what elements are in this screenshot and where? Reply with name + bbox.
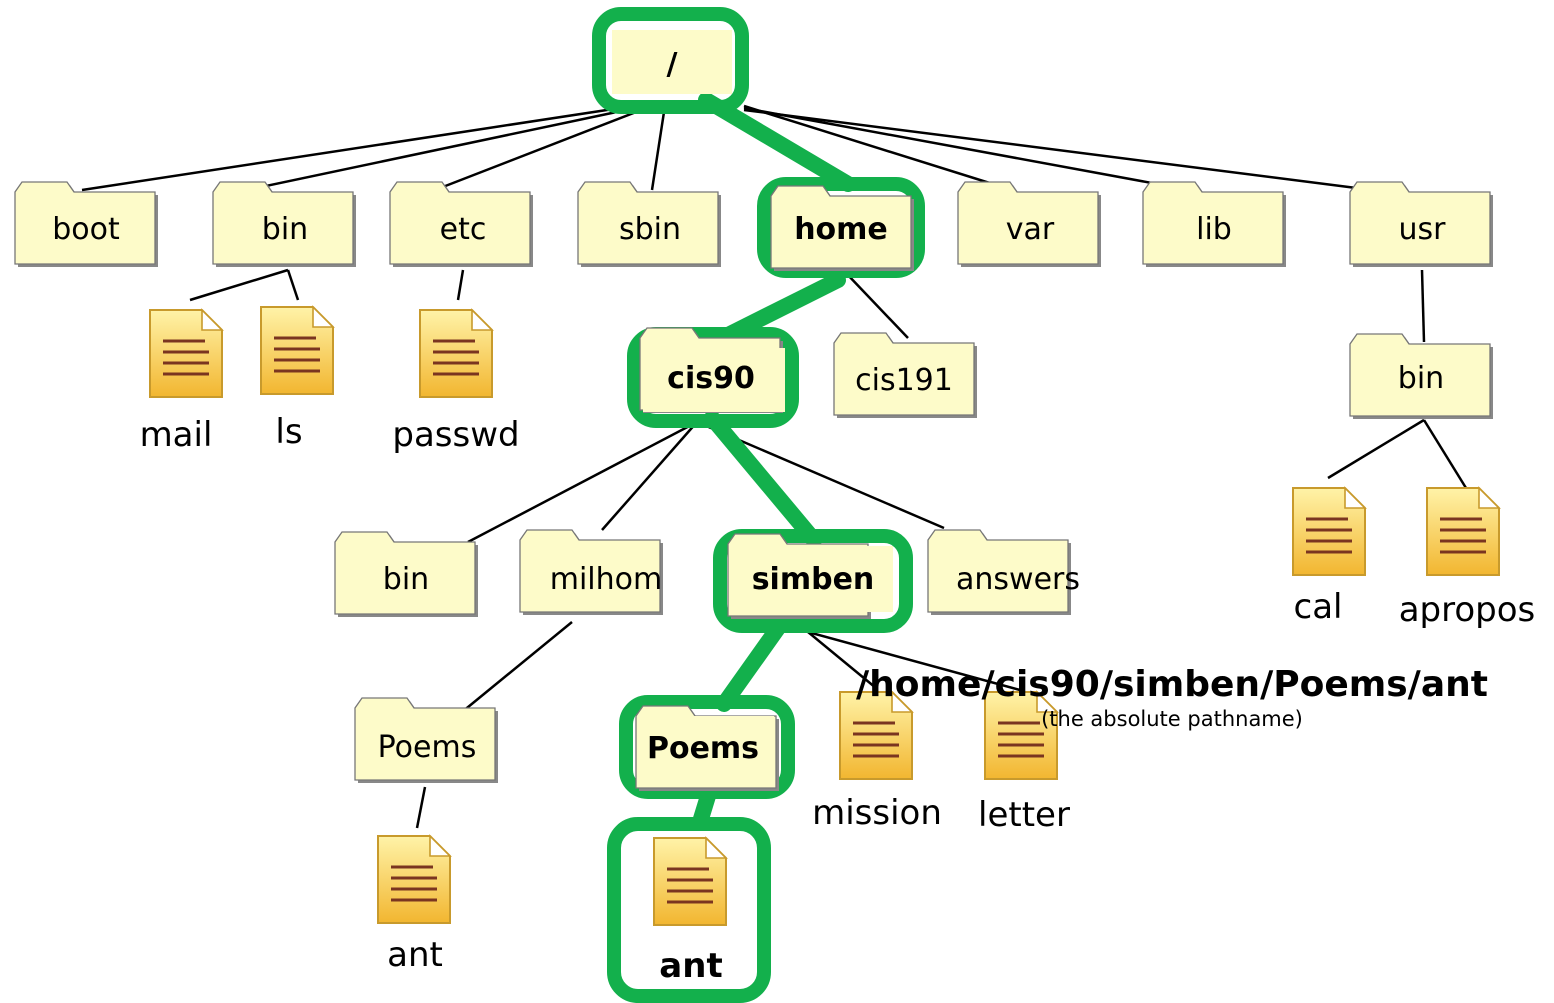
file-mail[interactable]: mail [140, 308, 224, 455]
folder-lib[interactable]: lib [1142, 181, 1287, 268]
folder-label: var [1006, 212, 1055, 247]
file-cal[interactable]: cal [1291, 486, 1367, 627]
folder-label: Poems [378, 730, 477, 765]
file-ls[interactable]: ls [259, 305, 335, 452]
file-letter[interactable]: letter [978, 690, 1070, 835]
root-label: / [667, 47, 678, 82]
folder-label: usr [1399, 212, 1447, 247]
folder-simben[interactable]: simben [727, 533, 893, 620]
root-node[interactable]: / [612, 30, 732, 94]
folder-label: lib [1196, 212, 1232, 247]
connector-lines [81, 104, 1468, 829]
file-mission[interactable]: mission [812, 690, 942, 833]
file-apropos[interactable]: apropos [1399, 486, 1536, 630]
folder-bin[interactable]: bin [212, 181, 357, 268]
folder-milhom-poems[interactable]: Poems [354, 697, 499, 784]
folder-cis191[interactable]: cis191 [833, 332, 978, 419]
folder-label: bin [262, 212, 308, 247]
folder-etc[interactable]: etc [389, 181, 534, 268]
folder-label: cis191 [855, 363, 953, 398]
folder-label: milhom [550, 562, 663, 597]
absolute-path-text: /home/cis90/simben/Poems/ant [856, 664, 1488, 705]
file-label: mail [140, 415, 213, 455]
folder-label: bin [1398, 361, 1444, 396]
folder-label: bin [383, 562, 429, 597]
folder-cis90-bin[interactable]: bin [334, 531, 479, 618]
file-passwd[interactable]: passwd [392, 308, 520, 455]
highlight-boxes [592, 7, 925, 1003]
file-label: ant [387, 935, 443, 975]
folder-label: sbin [619, 212, 681, 247]
folder-var[interactable]: var [957, 181, 1102, 268]
file-label: mission [812, 793, 942, 833]
folder-label: cis90 [667, 361, 755, 396]
folder-usr[interactable]: usr [1349, 181, 1494, 268]
file-label: passwd [392, 415, 519, 455]
file-label: ls [275, 412, 302, 452]
folder-usr-bin[interactable]: bin [1349, 333, 1494, 420]
folder-milhom[interactable]: milhom [519, 529, 664, 616]
file-label: apropos [1399, 590, 1536, 630]
folder-cis90[interactable]: cis90 [639, 327, 785, 414]
folder-label: Poems [647, 731, 759, 766]
file-label: ant [659, 946, 722, 986]
file-label: letter [978, 795, 1070, 835]
folder-sbin[interactable]: sbin [577, 181, 722, 268]
folder-simben-poems[interactable]: Poems [635, 705, 780, 792]
folder-label: simben [752, 562, 875, 597]
file-simben-ant[interactable]: ant [652, 836, 728, 986]
folder-label: etc [440, 212, 487, 247]
folder-home[interactable]: home [770, 185, 915, 272]
folder-label: answers [956, 562, 1080, 597]
file-label: cal [1294, 587, 1343, 627]
folder-boot[interactable]: boot [14, 181, 159, 268]
file-milhom-ant[interactable]: ant [376, 834, 452, 975]
folder-answers[interactable]: answers [927, 529, 1080, 616]
absolute-path-caption: (the absolute pathname) [1041, 707, 1303, 731]
folder-label: home [794, 212, 888, 247]
folder-label: boot [52, 212, 120, 247]
